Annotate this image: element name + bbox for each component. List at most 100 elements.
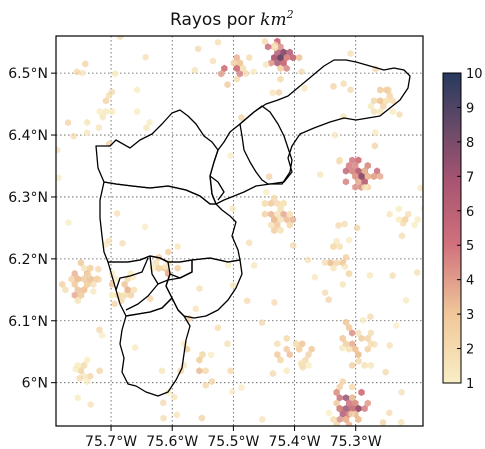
hexbin-cell-222 bbox=[336, 394, 343, 402]
hexbin-cell-100 bbox=[71, 280, 78, 288]
hexbin-cell-224 bbox=[361, 405, 368, 413]
hexbin-cell-428 bbox=[162, 262, 169, 270]
x-tick-label-2: 75.5°W bbox=[207, 434, 259, 449]
hexbin-cell-287 bbox=[143, 124, 150, 132]
hexbin-cell-51 bbox=[355, 167, 362, 175]
x-tick-label-3: 75.4°W bbox=[269, 434, 321, 449]
hexbin-cell-372 bbox=[331, 131, 339, 139]
hexbin-cell-331 bbox=[301, 84, 308, 92]
title-math: km bbox=[260, 10, 286, 30]
hexbin-cell-313 bbox=[342, 253, 350, 261]
hexbin-cell-328 bbox=[386, 210, 393, 218]
hexbin-cell-104 bbox=[59, 280, 66, 288]
hexbin-cell-174 bbox=[274, 199, 281, 207]
hexbin-cell-413 bbox=[389, 272, 396, 280]
hexbin-cell-55 bbox=[377, 172, 384, 180]
hexbin-cell-335 bbox=[79, 69, 86, 77]
colorbar-tick-label-8: 9 bbox=[466, 101, 474, 116]
colorbar-tick-label-4: 5 bbox=[466, 239, 474, 254]
hexbin-cell-376 bbox=[191, 66, 198, 74]
hexbin-cell-33 bbox=[236, 70, 244, 78]
hexbin-cell-237 bbox=[361, 361, 368, 369]
hexbin-cell-340 bbox=[70, 132, 77, 140]
hexbin-cell-403 bbox=[386, 341, 393, 349]
hexbin-cell-385 bbox=[229, 205, 236, 213]
hexbin-cell-54 bbox=[374, 167, 381, 175]
hexbin-cell-103 bbox=[68, 275, 75, 283]
strike-density-hexbins bbox=[56, 36, 423, 426]
hexbin-cell-360 bbox=[230, 281, 237, 289]
hexbin-cell-50 bbox=[364, 162, 371, 170]
hexbin-cell-91 bbox=[383, 97, 390, 105]
hexbin-cell-430 bbox=[326, 409, 333, 417]
hexbin-cell-81 bbox=[386, 91, 393, 99]
hexbin-cell-257 bbox=[274, 340, 281, 348]
hexbin-cell-323 bbox=[414, 216, 421, 224]
map-title: Rayos por km2 bbox=[170, 8, 294, 30]
hexbin-cell-219 bbox=[342, 415, 350, 423]
hexbin-cell-60 bbox=[361, 167, 368, 175]
hexbin-cell-394 bbox=[263, 188, 270, 196]
hexbin-cell-199 bbox=[330, 415, 337, 423]
hexbin-cell-110 bbox=[74, 275, 81, 283]
hexbin-cell-52 bbox=[345, 162, 353, 170]
hexbin-cell-25 bbox=[277, 54, 284, 62]
hexbin-cell-369 bbox=[322, 289, 329, 297]
hexbin-cell-126 bbox=[121, 280, 128, 288]
hexbin-cell-77 bbox=[355, 178, 362, 186]
hexbin-cell-280 bbox=[224, 340, 231, 348]
hexbin-cell-221 bbox=[355, 415, 362, 423]
hexbin-cell-260 bbox=[277, 356, 284, 364]
hexbin-cell-361 bbox=[347, 86, 354, 94]
hexbin-cell-301 bbox=[77, 367, 85, 375]
hexbin-cell-367 bbox=[195, 45, 202, 53]
hexbin-cell-386 bbox=[403, 296, 410, 304]
hexbin-cell-41 bbox=[221, 64, 228, 72]
hexbin-cell-143 bbox=[130, 286, 138, 294]
hexbin-cell-73 bbox=[342, 167, 350, 175]
hexbin-cell-28 bbox=[233, 75, 240, 83]
hexbin-cell-383 bbox=[297, 359, 304, 367]
hexbin-cell-377 bbox=[396, 110, 403, 119]
hexbin-cell-149 bbox=[174, 243, 181, 251]
hexbin-cell-396 bbox=[359, 316, 367, 324]
hexbin-cell-90 bbox=[377, 86, 384, 94]
hexbin-cell-194 bbox=[349, 394, 356, 402]
hexbin-cell-306 bbox=[336, 243, 343, 251]
hexbin-cell-204 bbox=[336, 383, 343, 391]
hexbin-cell-327 bbox=[405, 210, 412, 218]
hexbin-cell-400 bbox=[348, 410, 355, 418]
hexbin-cell-263 bbox=[286, 351, 293, 359]
hexbin-cell-87 bbox=[377, 108, 384, 116]
hexbin-cell-378 bbox=[244, 297, 251, 305]
hexbin-cell-417 bbox=[386, 409, 393, 417]
hexbin-cell-336 bbox=[371, 142, 378, 150]
hexbin-cell-191 bbox=[364, 399, 371, 407]
hexbin-cell-74 bbox=[349, 167, 356, 175]
hexbin-cell-30 bbox=[218, 70, 225, 78]
hexbin-cell-439 bbox=[141, 223, 149, 231]
hexbin-cell-218 bbox=[349, 405, 356, 413]
hexbin-cell-365 bbox=[321, 259, 329, 267]
hexbin-cell-254 bbox=[305, 351, 312, 359]
hexbin-cell-442 bbox=[341, 262, 348, 271]
hexbin-cell-265 bbox=[274, 351, 281, 359]
hexbin-cell-359 bbox=[83, 129, 91, 137]
hexbin-cell-172 bbox=[261, 210, 268, 218]
hexbin-cell-227 bbox=[358, 388, 365, 396]
hexbin-cell-29 bbox=[224, 81, 231, 89]
hexbin-cell-122 bbox=[80, 286, 88, 294]
hexbin-cell-371 bbox=[90, 287, 97, 296]
hexbin-cell-362 bbox=[298, 68, 305, 76]
hexbin-cell-223 bbox=[333, 388, 340, 396]
hexbin-cell-168 bbox=[277, 216, 284, 224]
hexbin-cell-436 bbox=[192, 305, 199, 313]
hexbin-cell-108 bbox=[80, 264, 88, 272]
hexbin-cell-66 bbox=[349, 156, 356, 164]
map-area bbox=[56, 36, 423, 426]
hexbin-cell-416 bbox=[269, 89, 276, 97]
hexbin-cell-67 bbox=[352, 183, 359, 191]
hexbin-cell-137 bbox=[124, 286, 131, 294]
